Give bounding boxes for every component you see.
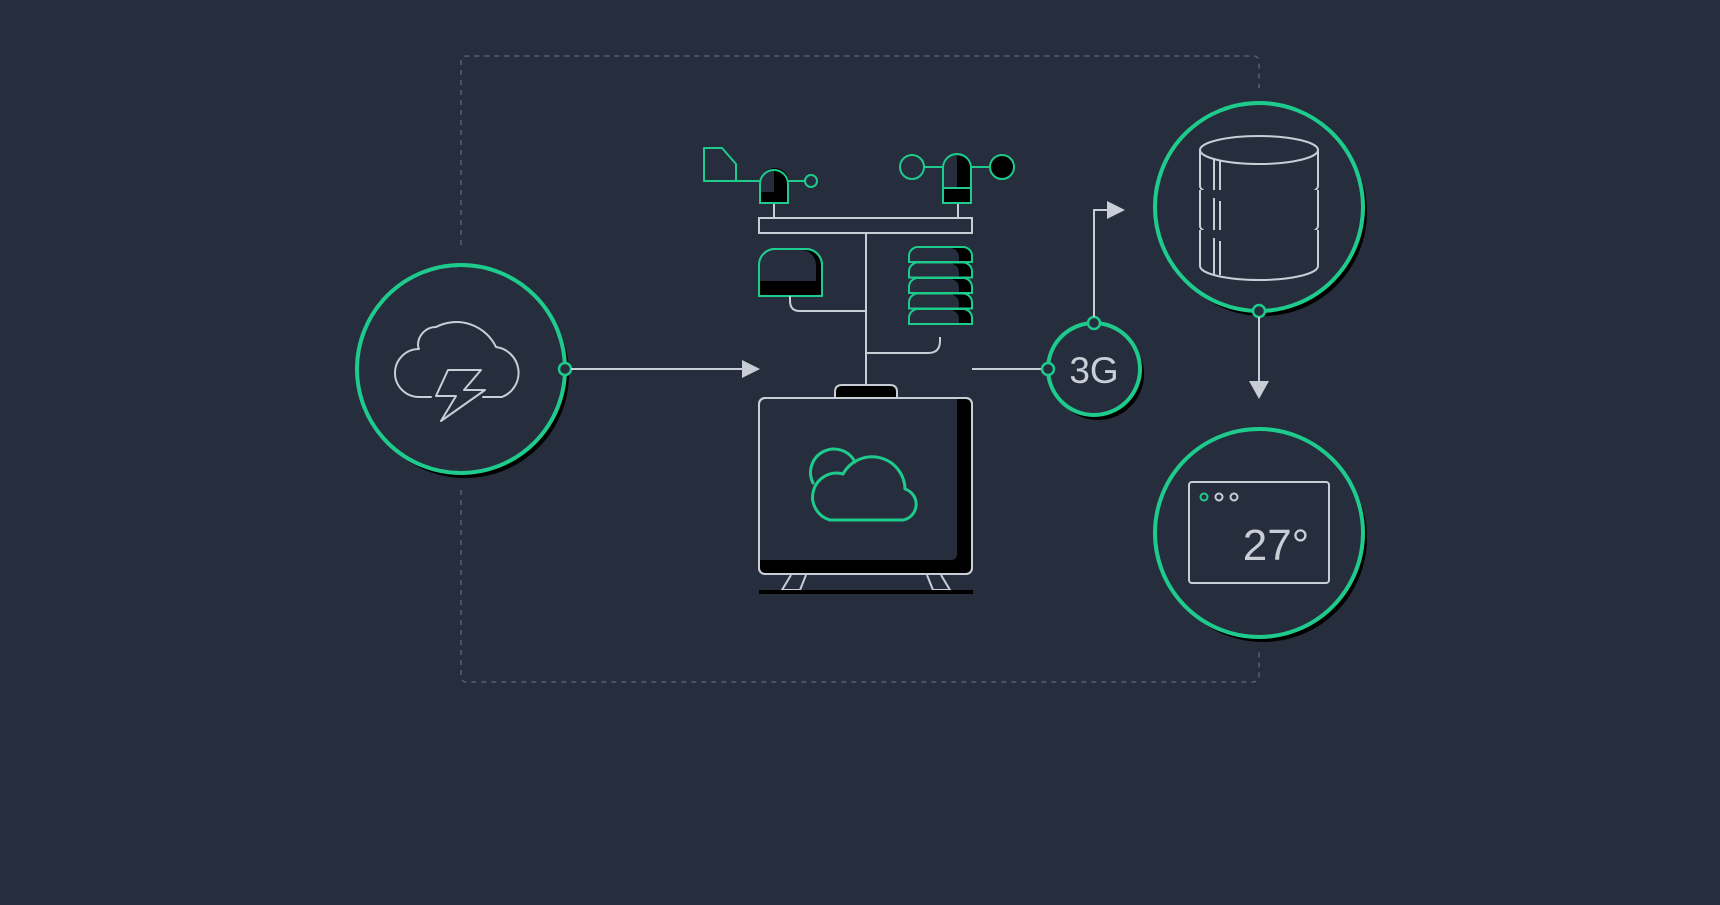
source-output-port <box>557 361 573 377</box>
network-output-port <box>1086 315 1102 331</box>
display-node: 27° <box>1153 427 1367 642</box>
weather-station <box>703 147 1015 594</box>
sensor-box-icon <box>758 248 866 312</box>
shield-plate-outline <box>908 277 973 294</box>
radiation-shield-icon <box>908 246 973 325</box>
network-label: 3G <box>1069 350 1118 391</box>
shield-plate-outline <box>908 246 973 263</box>
window-dot-icon <box>1199 492 1209 502</box>
browser-window-icon: 27° <box>1188 481 1330 584</box>
temperature-readout: 27° <box>1243 521 1310 570</box>
database-disk <box>1199 230 1319 281</box>
network-node: 3G <box>1040 315 1144 420</box>
shield-connector <box>866 337 941 354</box>
storage-output-port <box>1251 303 1267 319</box>
arrow-network-to-storage <box>1093 201 1125 317</box>
shield-plate-face <box>910 279 959 293</box>
wind-vane-icon <box>703 147 818 218</box>
station-console <box>758 397 973 594</box>
shield-plate-outline <box>908 308 973 325</box>
arrow-source-to-station <box>571 360 760 378</box>
window-dot-icon <box>1229 492 1239 502</box>
shield-plate-face <box>910 263 959 278</box>
window-dot-icon <box>1214 492 1224 502</box>
storm-cloud-lightning-icon <box>394 321 520 422</box>
network-input-port <box>1040 361 1056 377</box>
weather-source-node <box>355 263 573 478</box>
shield-plate-outline <box>908 261 973 279</box>
storage-node <box>1153 101 1367 319</box>
shield-plate-face <box>910 248 959 262</box>
shield-plate-face <box>910 310 959 324</box>
database-disk-top <box>1199 135 1319 165</box>
shield-plate-outline <box>908 292 973 310</box>
arrow-storage-to-display <box>1249 317 1269 399</box>
database-icon <box>1199 135 1319 281</box>
shield-plate-face <box>910 294 959 309</box>
cloud-icon <box>809 447 918 522</box>
anemometer-icon <box>899 153 1015 218</box>
